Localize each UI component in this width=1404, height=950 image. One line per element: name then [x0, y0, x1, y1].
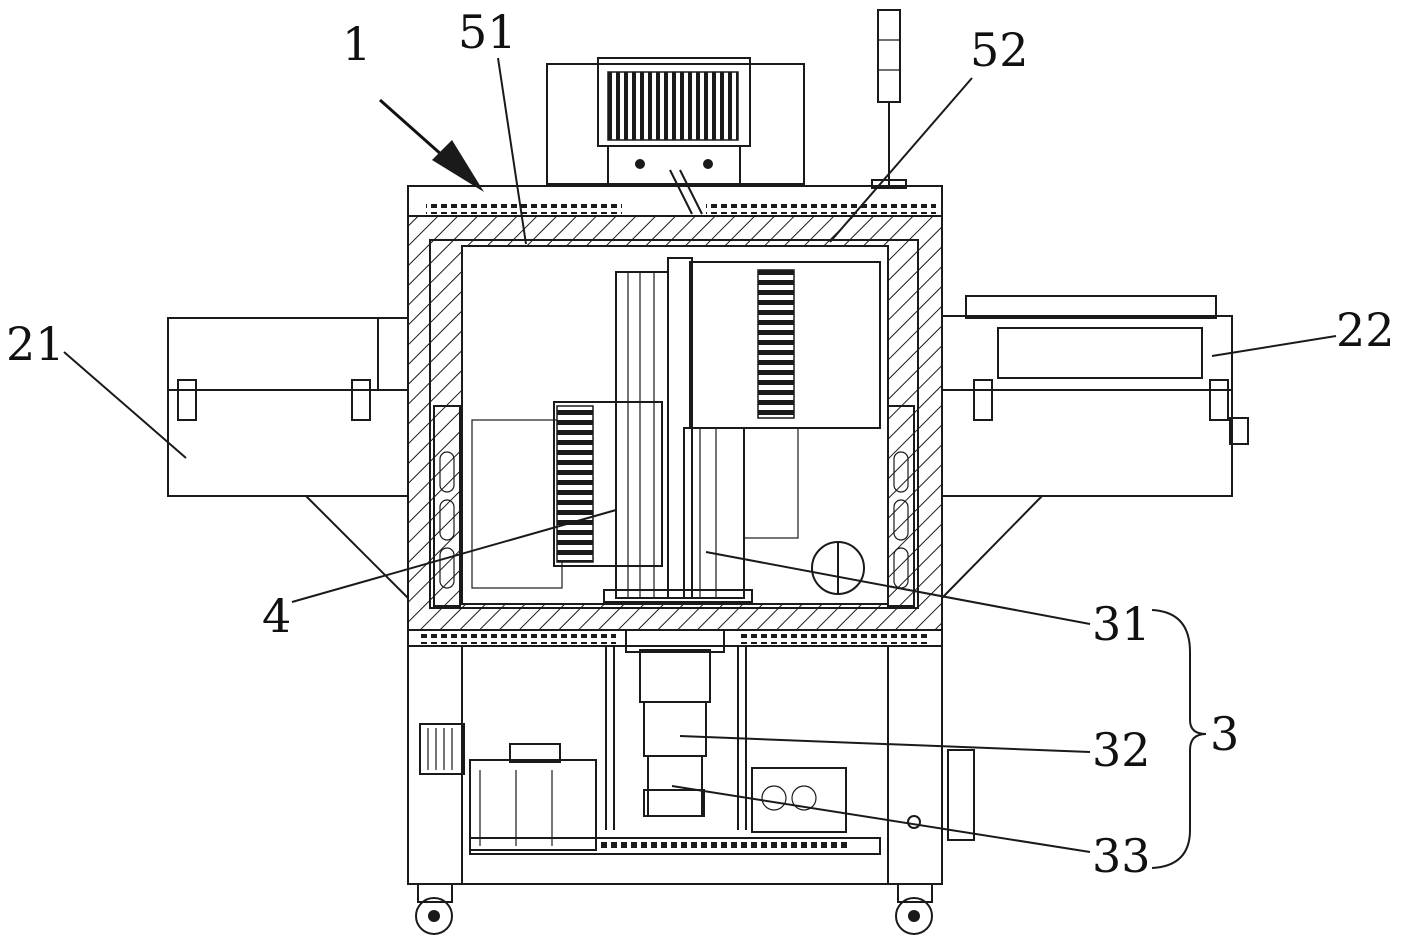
- label-33: 33: [1092, 829, 1151, 883]
- lower-cabinet: [407, 645, 975, 885]
- lower-rail: [407, 629, 943, 653]
- arrow-1: [379, 98, 484, 192]
- top-cooling-unit: [546, 57, 805, 215]
- label-21: 21: [6, 317, 65, 371]
- callout-labels: 1 51 52 21 22 4 31 32 3 33: [6, 5, 1395, 883]
- label-22: 22: [1336, 303, 1395, 357]
- label-4: 4: [262, 589, 291, 643]
- label-3: 3: [1210, 707, 1239, 761]
- label-32: 32: [1092, 723, 1151, 777]
- label-31: 31: [1092, 597, 1151, 651]
- top-rail: [407, 185, 943, 217]
- left-vents: [433, 405, 461, 607]
- left-feeder: [167, 317, 409, 599]
- signal-tower: [871, 9, 907, 189]
- label-52: 52: [970, 23, 1029, 77]
- right-feeder: [941, 295, 1249, 599]
- casters: [415, 883, 933, 935]
- leader-lines: [63, 57, 1337, 869]
- label-51: 51: [458, 5, 517, 59]
- insulated-chamber: [407, 215, 943, 631]
- inner-assembly: [471, 257, 881, 603]
- label-1: 1: [342, 17, 371, 71]
